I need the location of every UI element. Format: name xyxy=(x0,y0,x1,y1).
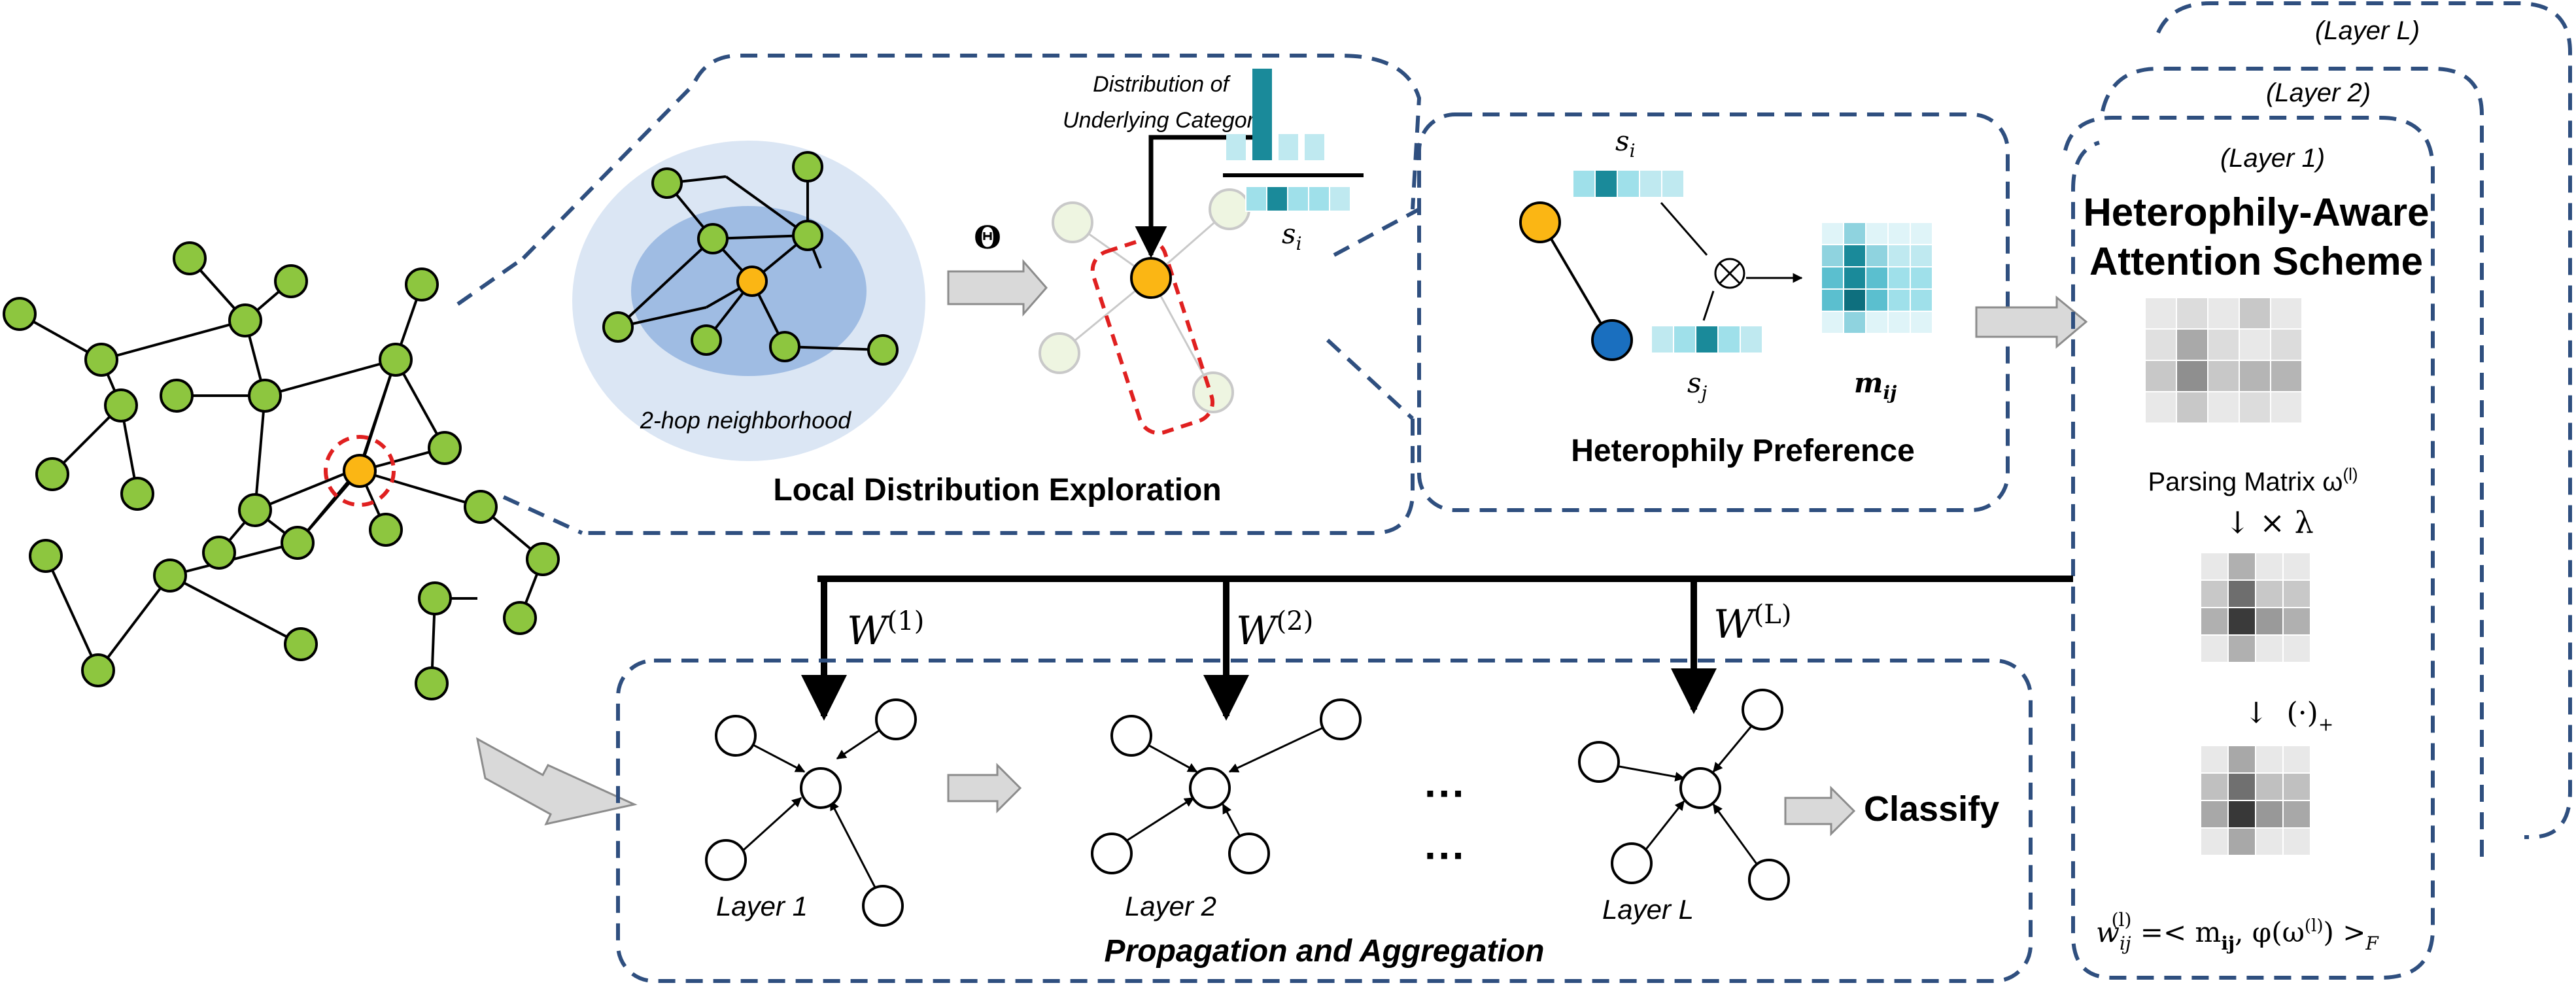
dots-lower: ··· xyxy=(1424,832,1466,879)
svg-text:sj: sj xyxy=(1687,367,1708,404)
formula-w: w xyxy=(2096,916,2120,948)
svg-text:W(L): W(L) xyxy=(1713,600,1791,647)
formula-rest2: , φ(ω xyxy=(2235,916,2305,948)
s-j-vector xyxy=(1651,325,1763,354)
relu-sub: + xyxy=(2318,714,2333,735)
scaled-matrix xyxy=(2200,552,2311,663)
to-propagation-arrow xyxy=(475,737,638,826)
target-node xyxy=(343,454,377,488)
heterophily-preference-panel: si sj xyxy=(1417,112,2010,512)
formula-rest3: ) > xyxy=(2323,916,2365,948)
m-ij-matrix xyxy=(1821,222,1933,334)
layer1-label: Layer 1 xyxy=(716,891,808,921)
svg-text:Parsing Matrix ω(l): Parsing Matrix ω(l) xyxy=(2148,464,2358,496)
parsing-matrix-label: Parsing Matrix ω xyxy=(2148,468,2343,496)
svg-text:si: si xyxy=(1615,125,1636,162)
to-attention-arrow xyxy=(1975,295,2088,349)
s-i-vector-top xyxy=(1245,186,1351,212)
s-i-vector xyxy=(1572,169,1685,198)
node-i xyxy=(1519,201,1561,243)
formula-w-sub: ij xyxy=(2120,933,2131,954)
s-i-sub-top: i xyxy=(1296,233,1302,254)
parsing-matrix xyxy=(2144,297,2303,424)
formula-rest-sub: ij xyxy=(2221,933,2235,954)
svg-text:mij: mij xyxy=(1854,367,1897,404)
w1-sup: (1) xyxy=(887,606,925,636)
s-i-label-top: s xyxy=(1282,218,1296,250)
hetero-pref-title: Heterophily Preference xyxy=(1571,434,1915,468)
classify-label: Classify xyxy=(1864,789,1999,829)
svg-text:si: si xyxy=(1282,218,1302,254)
layer1-to-layer2-arrow xyxy=(947,763,1022,814)
node-j xyxy=(1591,319,1633,361)
target-node-faded-graph xyxy=(1130,257,1172,299)
layer-1-tab: (Layer 1) xyxy=(2220,144,2325,173)
svg-text:↓(·)+: ↓ (·)+ xyxy=(2244,697,2334,735)
s-j-label: s xyxy=(1687,367,1702,399)
outer-product-icon xyxy=(1714,258,1745,289)
layer2-star: Layer 2 xyxy=(1091,698,1362,921)
relu-op: (·) xyxy=(2287,697,2318,730)
wL-sup: (L) xyxy=(1754,600,1792,630)
layer2-label: Layer 2 xyxy=(1125,891,1216,921)
to-classify-arrow xyxy=(1784,785,1856,836)
m-ij-label: m xyxy=(1854,367,1883,399)
svg-text:wij(l) =< mij, φ(ω(l)) >F: wij(l) =< mij, φ(ω(l)) >F xyxy=(2096,909,2379,954)
wL-label: W xyxy=(1713,602,1757,647)
w2-sup: (2) xyxy=(1277,606,1314,636)
dots-upper: ··· xyxy=(1424,770,1466,817)
distribution-label-line1: Distribution of xyxy=(1093,72,1231,97)
s-i-label: s xyxy=(1615,125,1630,157)
w1-label: W xyxy=(847,608,890,654)
layerL-star: Layer L xyxy=(1578,689,1790,925)
input-graph xyxy=(3,241,560,700)
propagation-title: Propagation and Aggregation xyxy=(1105,934,1545,969)
distribution-label-line2: Underlying Category xyxy=(1063,108,1267,133)
attention-scheme-stack: (Layer L) (Layer 2) (Layer 1) Heterophil… xyxy=(2063,1,2572,980)
layer-L-tab: (Layer L) xyxy=(2315,16,2420,45)
category-distribution-bars xyxy=(1226,69,1324,160)
layerL-label: Layer L xyxy=(1602,894,1694,925)
relu-arrow: ↓ xyxy=(2244,697,2269,730)
hop-label: 2-hop neighborhood xyxy=(640,407,851,434)
formula-rest3-sub: F xyxy=(2365,933,2379,954)
weight-broadcast: W(1) W(2) W(L) xyxy=(801,576,2073,721)
local-title: Local Distribution Exploration xyxy=(773,473,1221,508)
w2-label: W xyxy=(1236,608,1279,654)
layer-2-tab: (Layer 2) xyxy=(2266,78,2371,107)
propagation-panel: Layer 1 Layer 2 ··· ··· xyxy=(616,659,2033,983)
parsing-matrix-sup: (l) xyxy=(2343,464,2358,484)
formula-rest2-sup: (l) xyxy=(2305,916,2324,936)
local-distribution-panel: 2-hop neighborhood Θ Distribution of Und… xyxy=(521,54,1422,536)
theta-symbol: Θ xyxy=(974,220,1001,256)
svg-text:W(2): W(2) xyxy=(1236,606,1313,654)
times-lambda: ↓ × λ xyxy=(2225,505,2313,540)
layer1-star: Layer 1 xyxy=(705,698,917,927)
attention-title-line1: Heterophily-Aware xyxy=(2083,190,2429,234)
svg-text:W(1): W(1) xyxy=(847,606,924,654)
activated-matrix xyxy=(2200,745,2311,856)
m-ij-sub: ij xyxy=(1883,382,1897,404)
s-i-sub: i xyxy=(1630,140,1636,162)
formula-rest: =< m xyxy=(2131,916,2221,948)
theta-arrow xyxy=(947,259,1048,317)
formula-w-sup: (l) xyxy=(2112,909,2132,931)
attention-title-line2: Attention Scheme xyxy=(2089,239,2423,283)
